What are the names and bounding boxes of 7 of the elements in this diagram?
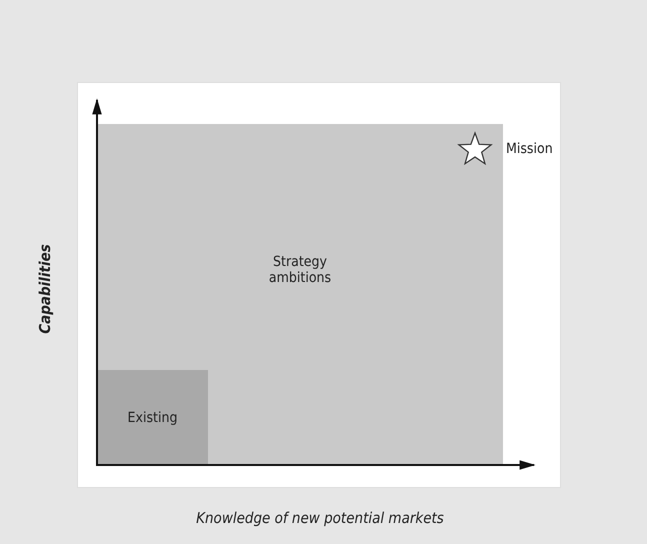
region-box [97, 124, 503, 465]
region-label: Strategy ambitions [268, 254, 332, 286]
mission-label: Mission [506, 141, 554, 157]
region-label: Existing [128, 410, 178, 426]
region-box [97, 370, 208, 465]
x-axis-title: Knowledge of new potential markets [195, 509, 445, 527]
y-axis-title: Capabilities [36, 243, 54, 336]
